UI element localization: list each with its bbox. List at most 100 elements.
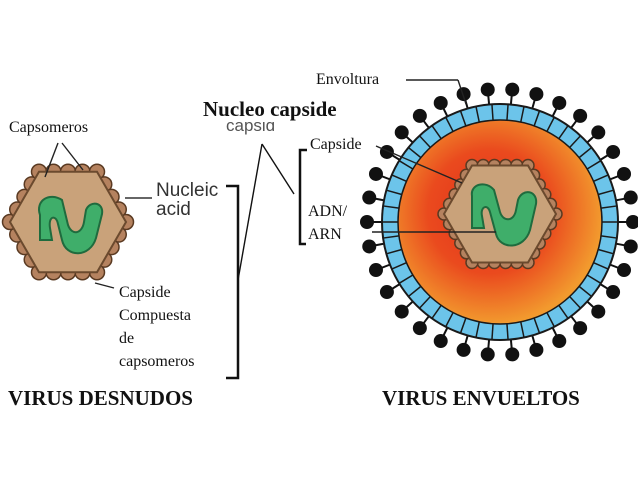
spike-head — [617, 166, 632, 181]
capside-line-3: de — [119, 330, 135, 347]
membrane-tick — [593, 174, 609, 183]
spike-head — [362, 190, 377, 205]
spike-head — [456, 87, 471, 102]
capside-line-1: Capside — [119, 284, 171, 301]
spike-head — [591, 125, 606, 140]
membrane-tick — [520, 321, 525, 338]
nucleic-label-line2: acid — [156, 199, 191, 220]
membrane-tick — [459, 110, 467, 127]
membrane-tick — [506, 323, 509, 340]
capside-label: Capside — [308, 136, 364, 154]
capsomeros-label: Capsomeros — [9, 119, 89, 136]
connector-left — [237, 143, 263, 281]
membrane-tick — [569, 135, 582, 148]
membrane-tick — [407, 285, 422, 298]
spike-head — [626, 215, 638, 229]
membrane-tick — [418, 135, 431, 148]
membrane-tick — [600, 205, 618, 209]
membrane-tick — [578, 285, 593, 298]
connector-right — [261, 143, 295, 195]
spike-head — [591, 304, 606, 319]
membrane-tick — [533, 110, 541, 127]
spike-head — [617, 263, 632, 278]
spike-head — [433, 95, 448, 110]
capside-line-4: capsomeros — [119, 353, 195, 370]
membrane-tick — [431, 304, 442, 319]
naked-virus — [1, 142, 152, 289]
genome-line-1: ADN/ — [308, 203, 348, 220]
spike-head — [606, 144, 621, 159]
spike-head — [368, 166, 383, 181]
naked-virus-nucleic-acid — [38, 195, 104, 255]
spike-head — [360, 215, 374, 229]
nucleo-capside-title: Nucleo capside — [201, 97, 339, 122]
spike-head — [529, 87, 544, 102]
membrane-tick — [475, 106, 480, 123]
spike-head — [379, 285, 394, 300]
big-bracket — [226, 184, 240, 380]
spike-head — [368, 263, 383, 278]
capside-line-2: Compuesta — [119, 307, 191, 324]
genome-line-2: ARN — [308, 226, 342, 243]
enveloped-virus — [360, 79, 638, 362]
spike-head — [623, 239, 638, 254]
membrane-tick — [593, 261, 609, 270]
spike-head — [529, 342, 544, 357]
spike-head — [412, 108, 427, 123]
spike-head — [412, 321, 427, 336]
spike-head — [573, 321, 588, 336]
capside-leader — [94, 282, 115, 289]
membrane-tick — [391, 174, 407, 183]
spike-head — [505, 347, 520, 362]
membrane-tick — [407, 146, 422, 159]
spike-head — [480, 347, 495, 362]
membrane-ticks — [382, 104, 618, 340]
membrane-tick — [600, 235, 618, 239]
membrane-tick — [491, 104, 494, 121]
virus-desnudos-title: VIRUS DESNUDOS — [8, 386, 193, 410]
membrane-tick — [445, 116, 454, 132]
spike-head — [433, 334, 448, 349]
envoltura-label: Envoltura — [314, 71, 382, 89]
spike-head — [362, 239, 377, 254]
membrane-tick — [533, 317, 541, 334]
membrane-tick — [386, 189, 402, 196]
spike-head — [394, 304, 409, 319]
capside-right-leader — [375, 145, 463, 184]
capside-compuesta-label: Capside Compuesta de capsomeros — [119, 281, 195, 373]
membrane-tick — [382, 235, 400, 239]
membrane-tick — [598, 189, 614, 196]
membrane-tick — [386, 248, 402, 255]
spike-head — [394, 125, 409, 140]
envelope-spikes — [360, 82, 638, 362]
spike-head — [379, 144, 394, 159]
membrane-tick — [491, 323, 494, 340]
small-bracket — [298, 148, 307, 246]
nucleic-acid-label: Nucleic acid — [156, 181, 218, 219]
membrane-tick — [558, 304, 569, 319]
membrane-tick — [546, 116, 555, 132]
membrane-tick — [418, 296, 431, 309]
enveloped-nucleic-acid — [470, 183, 538, 247]
center-brackets — [226, 143, 307, 380]
membrane-tick — [398, 160, 414, 170]
spike-head — [456, 342, 471, 357]
membrane-tick — [445, 312, 454, 328]
spike-head — [480, 82, 495, 97]
membrane-tick — [569, 296, 582, 309]
membrane-tick — [558, 125, 569, 140]
membrane-tick — [598, 248, 614, 255]
spike-head — [505, 82, 520, 97]
virus-envueltos-title: VIRUS ENVUELTOS — [382, 386, 580, 410]
membrane-tick — [578, 146, 593, 159]
envoltura-leader-d — [457, 79, 467, 105]
capsomeros-leader-2 — [61, 142, 84, 171]
spike-head — [552, 334, 567, 349]
membrane-tick — [382, 205, 400, 209]
spike-head — [573, 108, 588, 123]
membrane-tick — [546, 312, 555, 328]
spike-head — [606, 285, 621, 300]
membrane-tick — [398, 274, 414, 284]
membrane-tick — [475, 321, 480, 338]
